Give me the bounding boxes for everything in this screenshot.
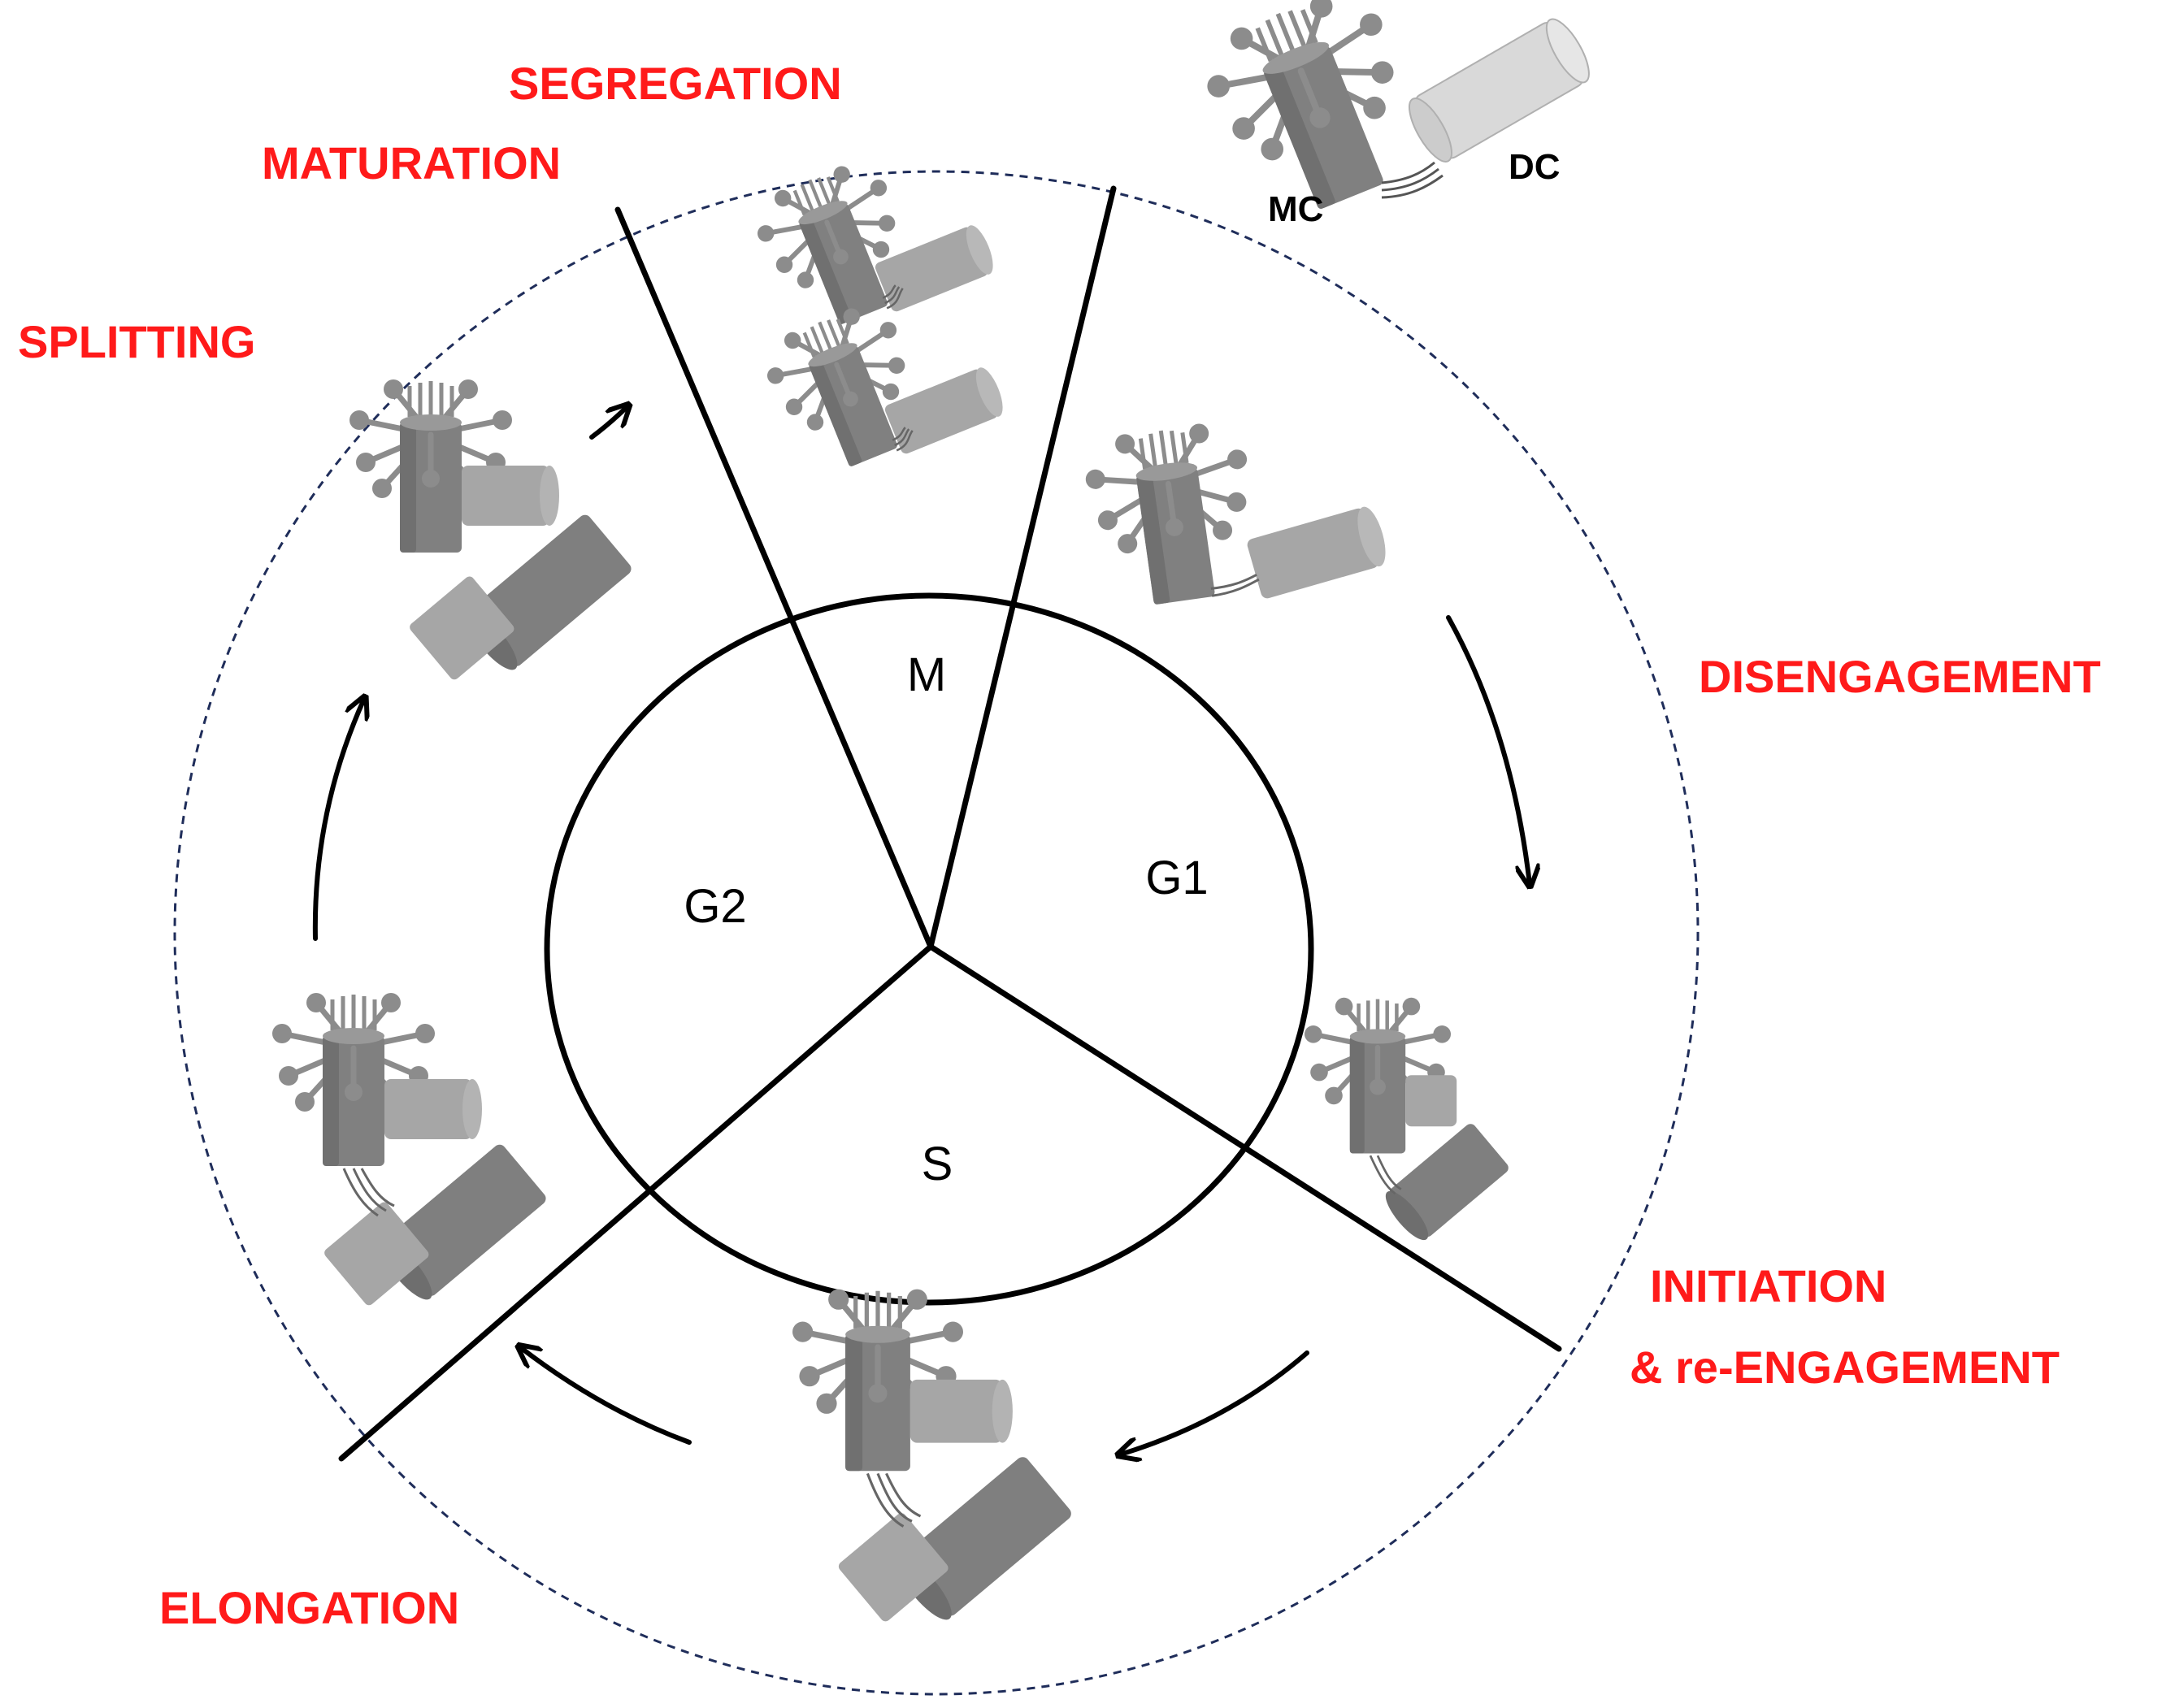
stage-elongation-label: ELONGATION xyxy=(159,1582,459,1633)
centriole-pair-icon xyxy=(272,993,546,1306)
stage-maturation-label: MATURATION xyxy=(262,137,561,189)
stage-reengagement-label: & re-ENGAGEMENT xyxy=(1630,1342,2060,1393)
stage-segregation-label: SEGREGATION xyxy=(509,58,842,109)
cycle-arrows xyxy=(312,406,1530,1454)
curved-arrow-icon xyxy=(589,406,627,440)
phase-m-label: M xyxy=(907,648,946,701)
curved-arrow-icon xyxy=(1446,615,1530,884)
mother-centriole-label: MC xyxy=(1268,189,1323,229)
centriole-pair-icon xyxy=(745,126,999,349)
centriole-pair-icon xyxy=(792,1290,1071,1622)
phase-g2-label: G2 xyxy=(684,880,746,933)
boundary-m-g1 xyxy=(927,185,1117,950)
stage-disengagement-label: DISENGAGEMENT xyxy=(1699,651,2101,702)
cell-cycle-circle xyxy=(544,592,1314,1306)
daughter-centriole-label: DC xyxy=(1509,147,1561,187)
stage-initiation-label: INITIATION xyxy=(1650,1260,1886,1311)
boundary-g2-m xyxy=(614,206,934,950)
boundary-s-g2 xyxy=(338,943,934,1462)
stage-splitting-label: SPLITTING xyxy=(18,316,255,367)
sector-boundaries xyxy=(338,185,1562,1462)
legend-centriole-pair xyxy=(1191,0,1590,232)
centriole-pair-icon xyxy=(1080,400,1386,622)
centriole-pair-icon xyxy=(349,379,632,680)
centriole-pair-icon xyxy=(1305,998,1509,1241)
curved-arrow-icon xyxy=(1120,1350,1309,1454)
outer-cycle-ring xyxy=(173,170,1700,1696)
curved-arrow-icon xyxy=(520,1347,692,1445)
curved-arrow-icon xyxy=(312,699,364,941)
phase-g1-label: G1 xyxy=(1145,852,1208,904)
phase-s-label: S xyxy=(922,1138,953,1190)
